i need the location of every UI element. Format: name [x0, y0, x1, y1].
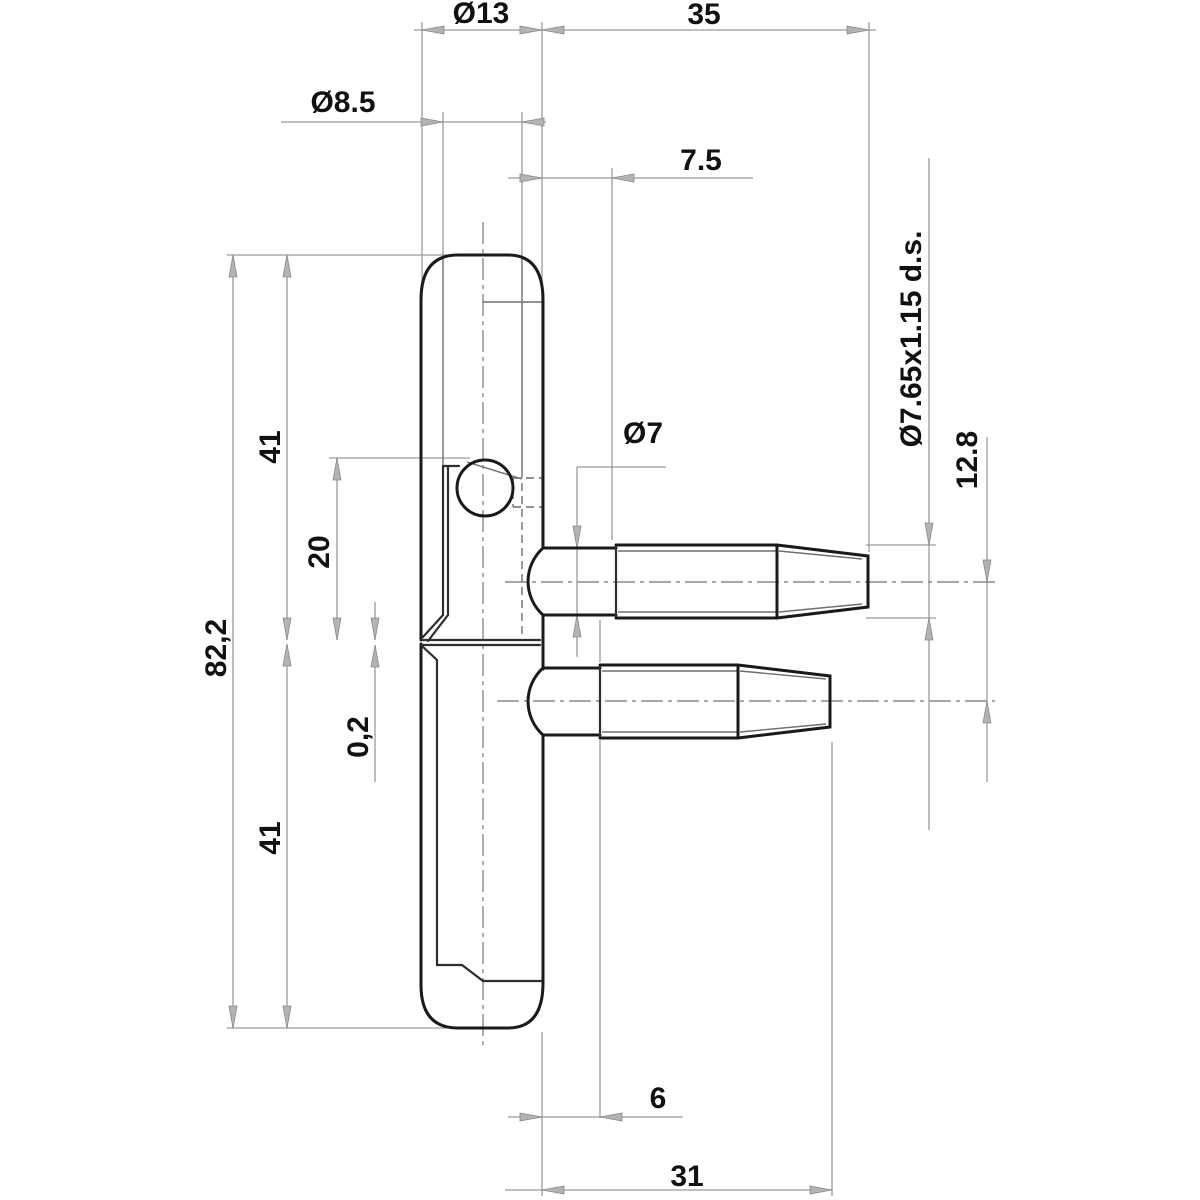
label-len6: 6 — [650, 1082, 667, 1115]
label-dim20: 20 — [303, 535, 336, 568]
hinge-body — [419, 253, 545, 1030]
dimension-labels: Ø13 35 Ø8.5 7.5 Ø7 Ø7.65x1.15 d.s. 12.8 … — [200, 0, 984, 1193]
label-dim41-bottom: 41 — [254, 821, 287, 854]
label-len75: 7.5 — [680, 144, 722, 177]
label-len31: 31 — [670, 1160, 703, 1193]
upper-wing-slot — [421, 464, 461, 643]
thin-part-lines — [442, 258, 863, 733]
dimension-arrowheads — [228, 25, 992, 1195]
center-lines — [482, 222, 995, 1050]
label-dia13: Ø13 — [453, 0, 510, 30]
wing-gap-lines — [419, 638, 542, 647]
lower-wing-outline — [419, 642, 545, 1030]
label-dim128: 12.8 — [951, 431, 984, 489]
label-len35: 35 — [687, 0, 720, 31]
upper-wing-outline — [419, 253, 545, 642]
label-dia7: Ø7 — [623, 417, 663, 450]
label-dim822: 82,2 — [200, 619, 233, 677]
label-dia85: Ø8.5 — [310, 86, 375, 119]
pivot-knuckle-circle — [455, 458, 515, 518]
lower-pin-end-arc — [526, 666, 545, 737]
upper-pin-taper — [775, 543, 870, 620]
lower-pin-taper — [736, 663, 832, 740]
lower-wing-inner-contour — [420, 644, 543, 983]
label-dim02: 0,2 — [342, 716, 375, 758]
label-dim41-top: 41 — [254, 430, 287, 463]
upper-pin-end-arc — [526, 546, 545, 617]
lower-pin — [541, 663, 832, 740]
label-thread-spec: Ø7.65x1.15 d.s. — [895, 231, 928, 448]
upper-pin — [541, 543, 870, 620]
